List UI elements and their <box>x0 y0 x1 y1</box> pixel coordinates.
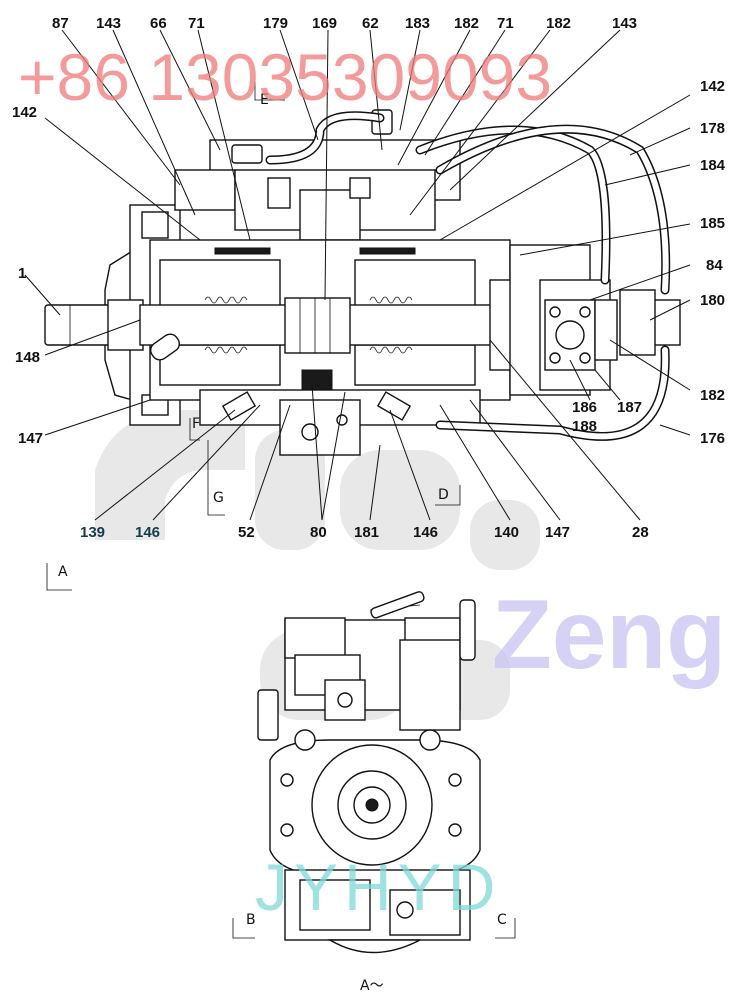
callout-188: 188 <box>572 418 597 435</box>
callout-143: 143 <box>612 15 637 32</box>
callout-183: 183 <box>405 15 430 32</box>
callout-176: 176 <box>700 430 725 447</box>
spring-right <box>369 296 413 354</box>
callout-182: 182 <box>454 15 479 32</box>
callout-179: 179 <box>263 15 288 32</box>
callout-178: 178 <box>700 120 725 137</box>
callout-labels: 87 143 66 71 179 169 62 183 182 71 182 1… <box>12 15 726 541</box>
view-label-f: F <box>192 416 200 432</box>
view-markers <box>46 82 516 939</box>
callout-180: 180 <box>700 292 725 309</box>
callout-182: 182 <box>546 15 571 32</box>
callout-169: 169 <box>312 15 337 32</box>
watermarks: +86 13035309093 Zeng JYHYD <box>18 40 726 924</box>
watermark-jyhyd: JYHYD <box>255 850 501 924</box>
spring-left <box>204 296 248 354</box>
callout-182: 182 <box>700 387 725 404</box>
callout-187: 187 <box>617 399 642 416</box>
watermark-phone: +86 13035309093 <box>18 40 552 114</box>
callout-66: 66 <box>150 15 167 32</box>
pump-end-view-a <box>257 591 481 954</box>
callout-147: 147 <box>18 430 43 447</box>
callout-62: 62 <box>362 15 379 32</box>
callout-1: 1 <box>18 265 26 282</box>
callout-87: 87 <box>52 15 69 32</box>
callout-52: 52 <box>238 524 255 541</box>
view-label-g: G <box>213 490 224 506</box>
view-label-d: D <box>438 487 449 503</box>
view-label-e: E <box>260 92 269 108</box>
callout-80: 80 <box>310 524 327 541</box>
callout-184: 184 <box>700 157 726 174</box>
view-label-a: A <box>58 564 68 580</box>
callout-71: 71 <box>497 15 514 32</box>
callout-146: 146 <box>413 524 438 541</box>
view-label-b: B <box>246 912 256 928</box>
leader-lines <box>24 29 691 521</box>
callout-186: 186 <box>572 399 597 416</box>
callout-28: 28 <box>632 524 649 541</box>
view-letter-labels: E F G D A B C A～ <box>58 92 507 994</box>
callout-143: 143 <box>96 15 121 32</box>
watermark-zeng: Zeng <box>492 579 726 689</box>
hoses <box>265 111 671 441</box>
view-label-c: C <box>497 912 507 928</box>
callout-71: 71 <box>188 15 205 32</box>
callout-139: 139 <box>80 524 105 541</box>
drive-shaft <box>44 304 111 346</box>
callout-185: 185 <box>700 215 725 232</box>
callout-147: 147 <box>545 524 570 541</box>
callout-142: 142 <box>700 78 725 95</box>
callout-84: 84 <box>706 257 723 274</box>
callout-140: 140 <box>494 524 519 541</box>
plug-right <box>376 391 412 421</box>
callout-181: 181 <box>354 524 379 541</box>
callout-142: 142 <box>12 104 37 121</box>
view-title-a: A～ <box>360 978 384 994</box>
callout-148: 148 <box>15 349 40 366</box>
callout-146: 146 <box>135 524 160 541</box>
